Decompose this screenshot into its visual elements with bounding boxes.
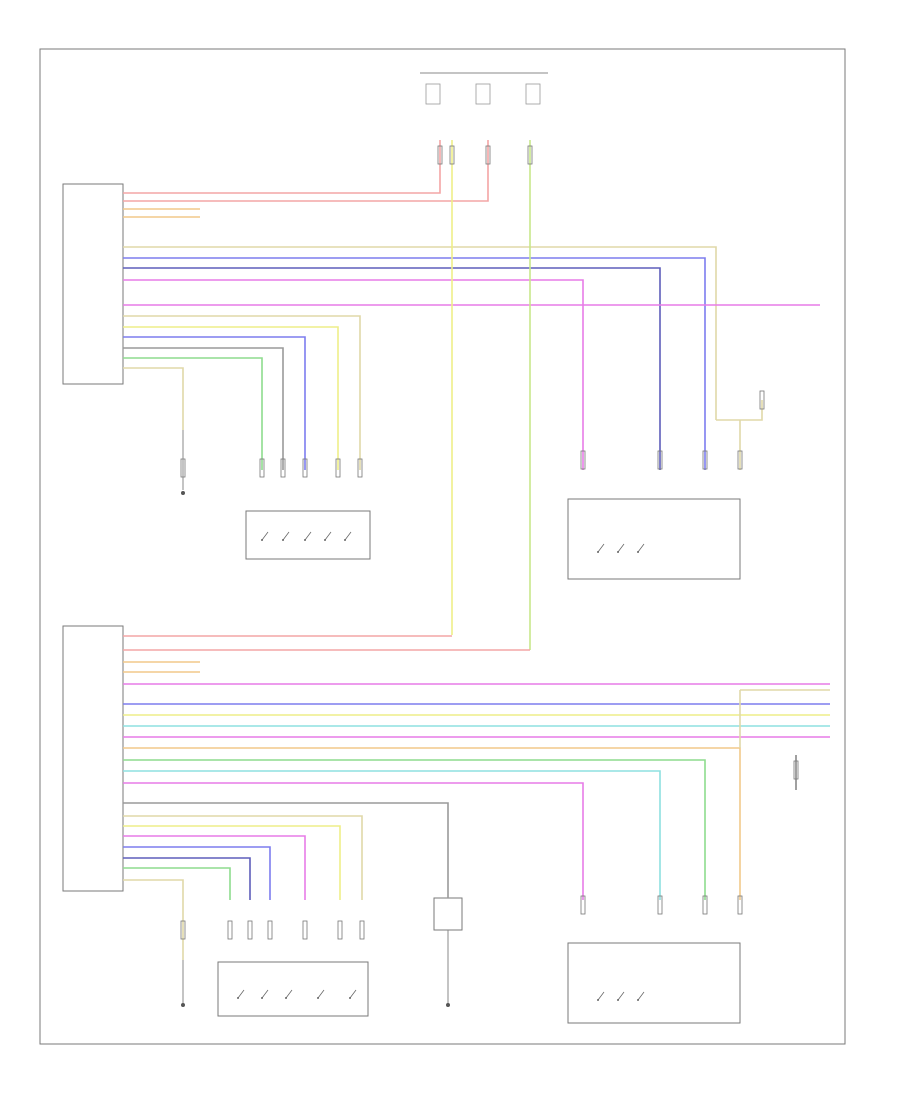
rear-lock-contact-2: [285, 989, 293, 999]
rear-window-pin-0: [580, 895, 586, 915]
wire-rear-magenta-4: [123, 835, 306, 900]
wire-rear-green-2: [123, 867, 231, 900]
wire-rear-yellow-2: [123, 825, 341, 900]
rear-central-locking-switch-box: [217, 961, 369, 1017]
wire-rear-green: [123, 759, 706, 900]
diagram-border: [39, 48, 846, 1045]
fuse-connector-0: [437, 145, 443, 165]
front-switch-pin-1: [280, 458, 286, 478]
wire-front-splice: [716, 400, 763, 421]
front-switch-pin-2: [302, 458, 308, 478]
rear-module-box: [62, 625, 124, 892]
front-lock-contact-0-dot: [261, 539, 263, 541]
fuse-connector-2: [485, 145, 491, 165]
wire-front-blue: [123, 257, 706, 470]
rear-window-pin-1: [657, 895, 663, 915]
front-window-pin-0: [580, 450, 586, 470]
front-lock-contact-4: [344, 531, 352, 541]
front-window-contact-1: [617, 543, 625, 553]
switch-contacts: [237, 531, 645, 1001]
rear-window-contact-2: [637, 991, 645, 1001]
pin-layer: [180, 145, 799, 940]
rear-switch-pin-2: [267, 920, 273, 940]
rear-switch-pin-0: [227, 920, 233, 940]
rear-lock-contact-3-dot: [317, 997, 319, 999]
wire-rear-tan: [123, 815, 363, 900]
central-locking-unit-box: [433, 897, 463, 931]
front-ground-pin: [759, 390, 765, 410]
front-window-contact-2-dot: [637, 551, 639, 553]
front-window-contact-0-dot: [597, 551, 599, 553]
rear-lock-contact-4-dot: [349, 997, 351, 999]
wire-front-blue-2: [123, 336, 306, 470]
rear-window-pin-2: [702, 895, 708, 915]
rear-window-contact-1-dot: [617, 999, 619, 1001]
rear-switch-pin-3: [302, 920, 308, 940]
wire-front-yellow: [123, 326, 339, 470]
wire-front-magenta-2: [123, 279, 584, 470]
front-window-contact-0: [597, 543, 605, 553]
rear-window-contact-0-dot: [597, 999, 599, 1001]
front-module-box: [62, 183, 124, 385]
fuse-connector-3: [527, 145, 533, 165]
front-lock-contact-4-dot: [344, 539, 346, 541]
rear-power-window-switch-box: [567, 942, 741, 1024]
front-switch-pin-0: [259, 458, 265, 478]
rear-lock-contact-4: [349, 989, 357, 999]
front-lock-contact-2-dot: [304, 539, 306, 541]
front-lock-contact-0: [261, 531, 269, 541]
rear-lock-contact-1-dot: [261, 997, 263, 999]
wire-front-tan-2: [123, 315, 361, 470]
fuse-block: [420, 72, 548, 105]
wire-rear-grey: [123, 802, 449, 898]
front-power-window-switch-box: [567, 498, 741, 580]
front-lock-contact-1-dot: [282, 539, 284, 541]
wire-layer: [123, 140, 830, 960]
front-lock-contact-1: [282, 531, 290, 541]
front-window-pin-1: [657, 450, 663, 470]
rear-lock-contact-1: [261, 989, 269, 999]
wire-front-tan-3: [123, 367, 184, 430]
rear-window-pin-3: [737, 895, 743, 915]
ground-symbol-rear-center: [446, 930, 450, 1007]
front-lock-contact-3: [324, 531, 332, 541]
wire-rear-magenta-3: [123, 782, 584, 900]
rear-switch-pin-5: [359, 920, 365, 940]
front-window-pin-2: [702, 450, 708, 470]
wire-front-green: [123, 357, 263, 470]
wire-rear-darkblue: [123, 857, 251, 900]
rear-switch-pin-4: [337, 920, 343, 940]
rear-lock-contact-2-dot: [285, 997, 287, 999]
wire-rear-blue-2: [123, 846, 271, 900]
front-switch-pin-3: [335, 458, 341, 478]
front-window-contact-1-dot: [617, 551, 619, 553]
front-lock-contact-3-dot: [324, 539, 326, 541]
rear-window-contact-0: [597, 991, 605, 1001]
front-lock-contact-2: [304, 531, 312, 541]
rear-window-contact-2-dot: [637, 999, 639, 1001]
front-window-contact-2: [637, 543, 645, 553]
wire-front-tan: [123, 246, 717, 420]
wire-front-darkblue: [123, 267, 661, 470]
rear-switch-pin-6: [180, 920, 186, 940]
rear-lock-contact-0: [237, 989, 245, 999]
wire-front-grey: [123, 347, 284, 470]
fuse-connector-1: [449, 145, 455, 165]
wire-rear-cyan-2: [123, 770, 661, 900]
rear-lock-contact-0-dot: [237, 997, 239, 999]
ground-symbol-front: [181, 430, 185, 495]
rear-lock-contact-3: [317, 989, 325, 999]
ground-symbol-rear-left: [181, 960, 185, 1007]
wire-front-red-2: [123, 140, 489, 202]
front-central-locking-switch-box: [245, 510, 371, 560]
front-switch-pin-4: [357, 458, 363, 478]
wire-front-red-1: [123, 140, 441, 194]
rear-switch-pin-1: [247, 920, 253, 940]
wire-rear-tan-2: [123, 879, 184, 960]
rear-ground-pin: [793, 760, 799, 780]
front-window-pin-3: [737, 450, 743, 470]
rear-window-contact-1: [617, 991, 625, 1001]
